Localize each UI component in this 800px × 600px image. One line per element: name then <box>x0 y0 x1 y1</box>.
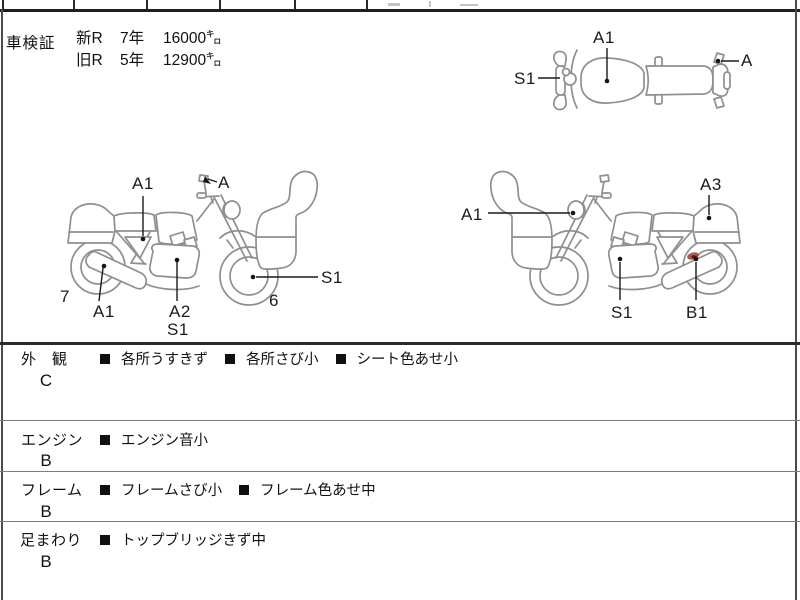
note-text: フレームさび小 <box>121 483 223 499</box>
section-name: エンジン <box>21 432 84 449</box>
label-leftbike-a-mirror: A <box>218 173 230 192</box>
clipped-text-fragment <box>388 3 400 6</box>
section-notes: トップブリッジきず中 <box>100 529 266 550</box>
note-text: エンジン音小 <box>121 433 208 449</box>
note-item: エンジン音小 <box>100 429 208 450</box>
section-notes: フレームさび小 フレーム色あせ中 <box>100 479 376 500</box>
row-divider <box>0 420 800 422</box>
header-cell-divider <box>219 0 221 9</box>
note-text: シート色あせ小 <box>356 352 459 368</box>
b1-damage-marker <box>687 252 699 262</box>
bullet-square-icon <box>100 534 110 545</box>
bullet-square-icon <box>100 484 110 495</box>
bullet-square-icon <box>239 484 250 495</box>
label-leftbike-rear-wheel-number: 7 <box>60 287 70 306</box>
marker-dots <box>101 58 721 280</box>
note-text: 各所さび小 <box>246 352 319 368</box>
header-cell-divider <box>366 0 368 9</box>
section-name: フレーム <box>21 482 83 499</box>
clipped-text-fragment <box>429 1 431 7</box>
note-text: トップブリッジきず中 <box>121 533 266 549</box>
note-item: 各所うすきず <box>100 348 208 369</box>
section-notes: 各所うすきず 各所さび小 シート色あせ小 <box>100 348 458 369</box>
header-cell-divider <box>294 0 296 9</box>
section-grade: B <box>40 552 52 571</box>
note-item: フレームさび小 <box>100 479 222 500</box>
bullet-square-icon <box>335 353 346 364</box>
sheet-right-border <box>795 0 797 600</box>
label-topview-a1: A1 <box>593 28 615 47</box>
note-text: フレーム色あせ中 <box>260 483 376 499</box>
note-text: 各所うすきず <box>121 352 208 368</box>
label-leftbike-a2-engine: A2 <box>169 302 191 321</box>
label-topview-s1: S1 <box>514 69 536 88</box>
note-item: 各所さび小 <box>225 348 319 369</box>
label-leftbike-s1-engine: S1 <box>167 320 189 339</box>
reg-distance: 16000㌔ <box>163 30 222 47</box>
label-leftbike-a1-exhaust: A1 <box>93 302 115 321</box>
header-cell-divider <box>146 0 148 9</box>
reg-era: 新R <box>76 30 103 47</box>
note-item: トップブリッジきず中 <box>100 529 266 550</box>
label-leftbike-a1-top: A1 <box>132 174 154 193</box>
bullet-square-icon <box>100 434 110 445</box>
row-divider <box>0 521 800 523</box>
header-cell-divider <box>73 0 75 9</box>
label-rightbike-b1-muffler: B1 <box>686 303 708 322</box>
motorcycle-left-side-diagram <box>67 170 319 306</box>
bullet-square-icon <box>225 353 235 364</box>
label-leftbike-s1-wheel: S1 <box>321 268 343 287</box>
label-rightbike-s1-engine: S1 <box>611 303 633 322</box>
label-leftbike-front-wheel-number: 6 <box>269 291 279 310</box>
label-rightbike-a1-fork: A1 <box>461 205 483 224</box>
section-grade: B <box>40 451 52 470</box>
section-notes: エンジン音小 <box>100 429 208 450</box>
header-cell-divider <box>2 0 4 9</box>
section-name: 外 観 <box>21 351 68 368</box>
leader-lines <box>98 48 739 302</box>
section-grade: C <box>39 371 53 390</box>
section-name: 足まわり <box>20 532 83 549</box>
sheet-left-border <box>1 9 3 600</box>
reg-year: 7年 <box>120 30 145 47</box>
reg-year: 5年 <box>120 52 145 69</box>
registration-row-old: 旧R 5年 12900㌔ <box>76 53 222 75</box>
registration-row-new: 新R 7年 16000㌔ <box>76 31 222 53</box>
label-rightbike-a3-tail: A3 <box>700 175 722 194</box>
clipped-text-fragment <box>460 4 478 6</box>
label-topview-a: A <box>741 51 753 70</box>
section-grade: B <box>40 502 52 521</box>
registration-rows: 新R 7年 16000㌔ 旧R 5年 12900㌔ <box>76 31 222 75</box>
note-item: シート色あせ小 <box>335 348 459 369</box>
sheet-top-border <box>0 9 800 12</box>
arrowhead-icon <box>203 176 211 184</box>
motorcycle-top-view-diagram <box>553 49 731 111</box>
reg-distance: 12900㌔ <box>163 52 222 69</box>
registration-label: 車検証 <box>6 35 56 52</box>
condition-section-top-border <box>0 342 800 345</box>
row-divider <box>0 471 800 473</box>
bullet-square-icon <box>100 353 110 364</box>
reg-era: 旧R <box>76 52 103 69</box>
note-item: フレーム色あせ中 <box>239 479 376 500</box>
